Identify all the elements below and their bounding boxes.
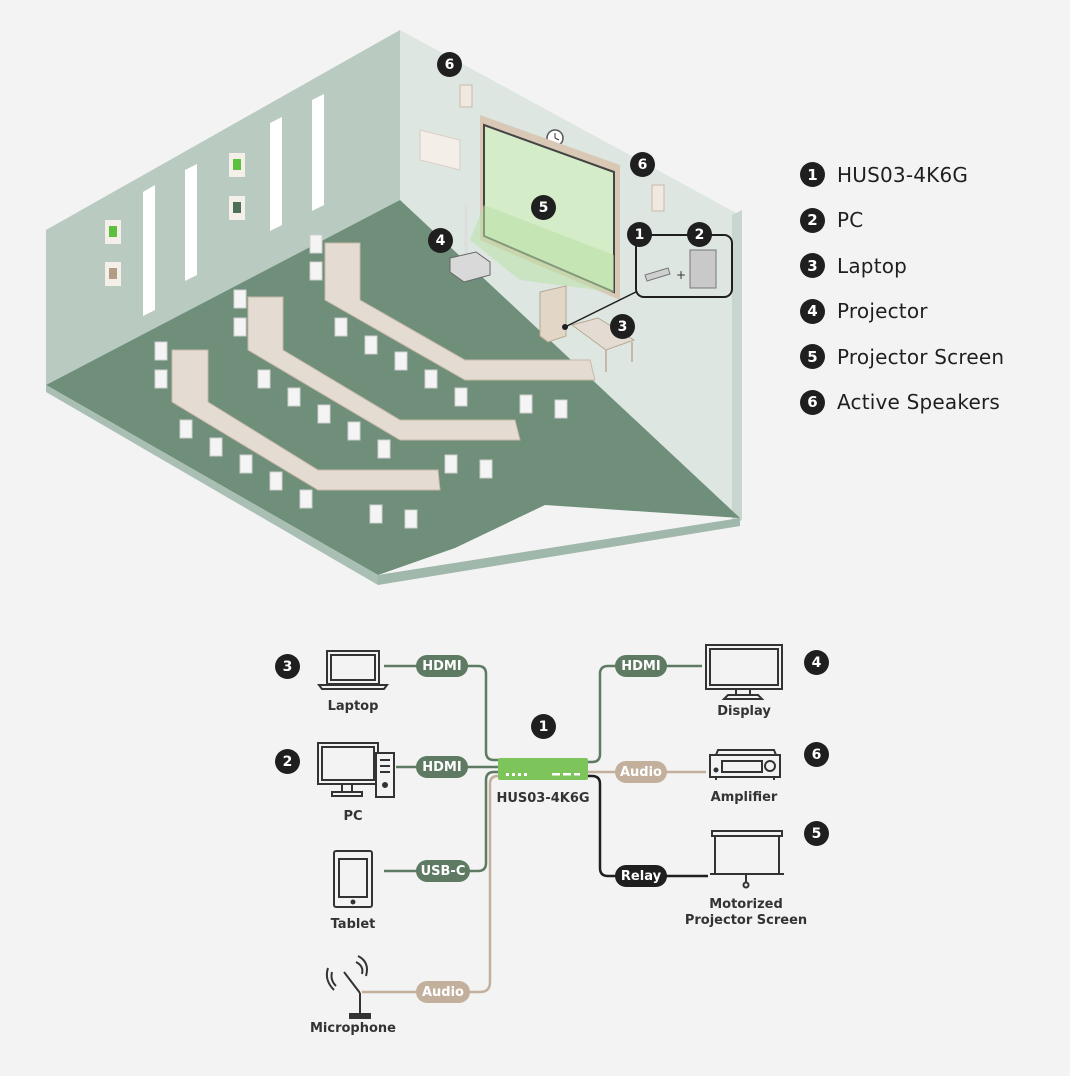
wall-frames: [105, 153, 245, 286]
marker-pc: 2: [687, 222, 712, 247]
legend-item: 6 Active Speakers: [800, 380, 1004, 426]
legend-label: PC: [837, 208, 864, 233]
projector: [449, 251, 491, 283]
amplifier-icon: [709, 749, 781, 780]
marker-laptop: 3: [610, 314, 635, 339]
laptop-icon: [317, 650, 389, 690]
legend-item: 1 HUS03-4K6G: [800, 152, 1004, 198]
connector-pill-tablet: USB-C: [416, 860, 470, 882]
wall-edge: [732, 210, 742, 525]
legend-item: 5 Projector Screen: [800, 334, 1004, 380]
legend-number: 3: [800, 253, 825, 279]
marker-screen: 5: [531, 195, 556, 220]
device-label-screen: Motorized Projector Screen: [684, 897, 808, 928]
switch-pc-callout: [635, 234, 733, 298]
legend-number: 1: [800, 162, 825, 188]
badge-display: 4: [804, 650, 829, 675]
marker-speaker-left: 6: [437, 52, 462, 77]
podium: [539, 285, 567, 343]
legend-label: Laptop: [837, 253, 908, 278]
floor: [46, 200, 740, 575]
speaker-right: [651, 184, 665, 212]
floor-edge-right: [378, 518, 740, 585]
badge-pc: 2: [275, 749, 300, 774]
floor-edge: [46, 385, 378, 585]
device-label-display: Display: [717, 704, 771, 719]
legend-label: HUS03-4K6G: [837, 162, 969, 187]
legend-item: 2 PC: [800, 198, 1004, 244]
microphone-icon: [325, 955, 371, 1019]
device-label-tablet: Tablet: [330, 917, 376, 932]
display-icon: [705, 644, 783, 700]
marker-speaker-right: 6: [630, 152, 655, 177]
legend-number: 2: [800, 207, 825, 233]
badge-laptop: 3: [275, 654, 300, 679]
hub-label: HUS03-4K6G: [496, 791, 590, 806]
device-label-microphone: Microphone: [309, 1021, 396, 1036]
line-laptop: [384, 664, 500, 762]
hub-ports: [506, 773, 580, 776]
projector-screen-icon: [710, 830, 784, 889]
chairs: [154, 234, 568, 529]
line-display: [588, 664, 702, 764]
pc-icon: [317, 742, 395, 798]
badge-screen: 5: [804, 821, 829, 846]
badge-amplifier: 6: [804, 742, 829, 767]
device-label-laptop: Laptop: [327, 699, 379, 714]
legend-item: 3 Laptop: [800, 243, 1004, 289]
marker-switch: 1: [627, 222, 652, 247]
legend-number: 5: [800, 344, 825, 370]
connector-pill-screen: Relay: [615, 865, 667, 887]
connector-pill-pc: HDMI: [416, 756, 468, 778]
line-tablet: [384, 770, 500, 873]
device-label-pc: PC: [343, 809, 363, 824]
conference-tables: [171, 242, 596, 491]
connector-pill-amplifier: Audio: [615, 761, 667, 783]
switch-device: [644, 267, 671, 282]
legend-item: 4 Projector: [800, 289, 1004, 335]
legend-label: Active Speakers: [837, 390, 1000, 415]
line-microphone: [362, 774, 500, 994]
legend-label: Projector Screen: [837, 344, 1005, 369]
legend-label: Projector: [837, 299, 928, 324]
presenter-desk: [570, 317, 636, 351]
pc-tower: [689, 249, 717, 289]
plus-sign: +: [676, 268, 686, 282]
legend: 1 HUS03-4K6G 2 PC 3 Laptop 4 Projector 5 Proj…: [800, 152, 1004, 425]
badge-hub: 1: [531, 714, 556, 739]
line-screen: [588, 774, 708, 878]
connector-pill-laptop: HDMI: [416, 655, 468, 677]
projection-beam: [470, 205, 614, 292]
legend-number: 6: [800, 389, 825, 415]
conference-room-illustration: +: [46, 30, 742, 585]
windows: [143, 94, 324, 316]
speaker-left: [459, 84, 473, 108]
tablet-icon: [333, 850, 373, 908]
connection-diagram: [317, 644, 784, 1019]
wall-control-panel: [419, 129, 461, 171]
left-wall: [46, 30, 400, 385]
legend-number: 4: [800, 298, 825, 324]
marker-projector: 4: [428, 228, 453, 253]
connector-pill-microphone: Audio: [416, 981, 470, 1003]
device-label-amplifier: Amplifier: [710, 790, 778, 805]
connector-pill-display: HDMI: [615, 655, 667, 677]
hub-device: [498, 758, 588, 780]
